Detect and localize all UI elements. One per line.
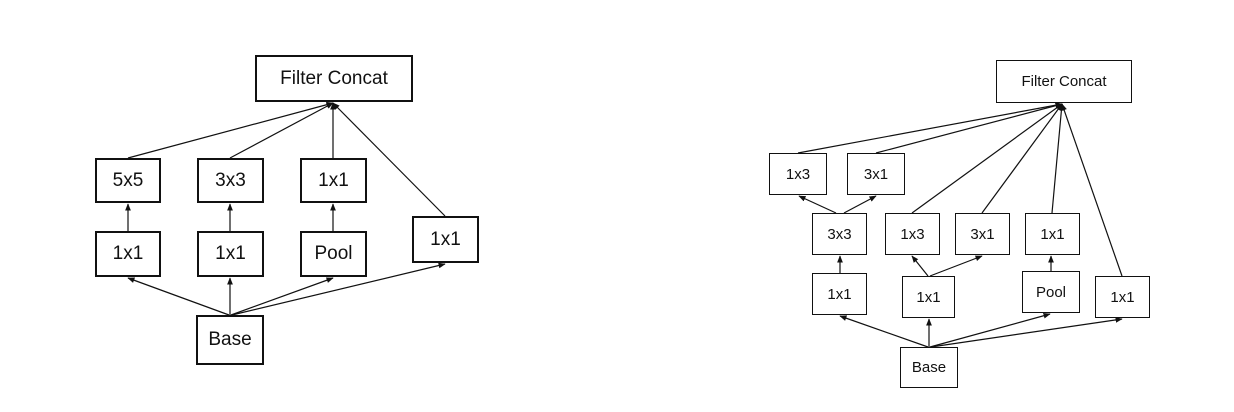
left-1x1-branch-node: 1x1 bbox=[412, 216, 479, 263]
right-base-node: Base bbox=[900, 347, 958, 388]
left-edge-base-to-1x1-branch bbox=[231, 262, 446, 316]
right-1x1-branch-node: 1x1 bbox=[1095, 276, 1150, 318]
left-edge-3x3-to-concat bbox=[229, 102, 334, 159]
right-pool-node: Pool bbox=[1022, 271, 1080, 313]
left-1x1-before-5x5-node: 1x1 bbox=[95, 231, 161, 277]
left-base-node: Base bbox=[196, 315, 264, 365]
right-1x1-before-split-node: 1x1 bbox=[902, 276, 955, 318]
right-filter-concat-node: Filter Concat bbox=[996, 60, 1132, 103]
left-edge-base-to-1x1-a bbox=[127, 277, 230, 316]
left-1x1-before-3x3-node: 1x1 bbox=[197, 231, 264, 277]
right-edge-base-to-1x1-branch bbox=[930, 317, 1123, 348]
right-edge-base-to-pool bbox=[929, 312, 1051, 348]
left-1x1-after-pool-node: 1x1 bbox=[300, 158, 367, 203]
left-edge-5x5-to-concat bbox=[127, 101, 334, 159]
right-edge-1x1top-to-concat bbox=[1051, 103, 1065, 214]
right-edge-1x1branch-to-concat bbox=[1061, 103, 1123, 277]
right-edge-3x3-to-1x3 bbox=[798, 195, 837, 214]
right-split-3x1-node: 3x1 bbox=[955, 213, 1010, 255]
right-edge-split-1x3-to-concat bbox=[911, 103, 1063, 214]
right-edge-split-3x1-to-concat bbox=[981, 103, 1063, 214]
right-3x3-conv-node: 3x3 bbox=[812, 213, 867, 255]
left-filter-concat-node: Filter Concat bbox=[255, 55, 413, 102]
right-1x1-after-pool-node: 1x1 bbox=[1025, 213, 1080, 255]
right-edge-3x1-to-concat bbox=[875, 102, 1063, 154]
right-edge-1x1-to-split-1x3 bbox=[911, 255, 929, 277]
left-edge-base-to-pool bbox=[230, 277, 334, 316]
right-3x1-conv-node: 3x1 bbox=[847, 153, 905, 195]
right-edge-1x1-to-split-3x1 bbox=[929, 255, 983, 277]
left-3x3-conv-node: 3x3 bbox=[197, 158, 264, 203]
right-edge-3x3-to-3x1 bbox=[843, 195, 877, 214]
right-split-1x3-node: 1x3 bbox=[885, 213, 940, 255]
right-edge-base-to-1x1-a bbox=[839, 315, 929, 348]
left-edge-1x1branch-to-concat bbox=[332, 102, 446, 217]
right-1x1-before-3x3-node: 1x1 bbox=[812, 273, 867, 315]
right-1x3-conv-node: 1x3 bbox=[769, 153, 827, 195]
left-5x5-conv-node: 5x5 bbox=[95, 158, 161, 203]
right-edge-1x3-to-concat bbox=[797, 102, 1063, 154]
left-pool-node: Pool bbox=[300, 231, 367, 277]
